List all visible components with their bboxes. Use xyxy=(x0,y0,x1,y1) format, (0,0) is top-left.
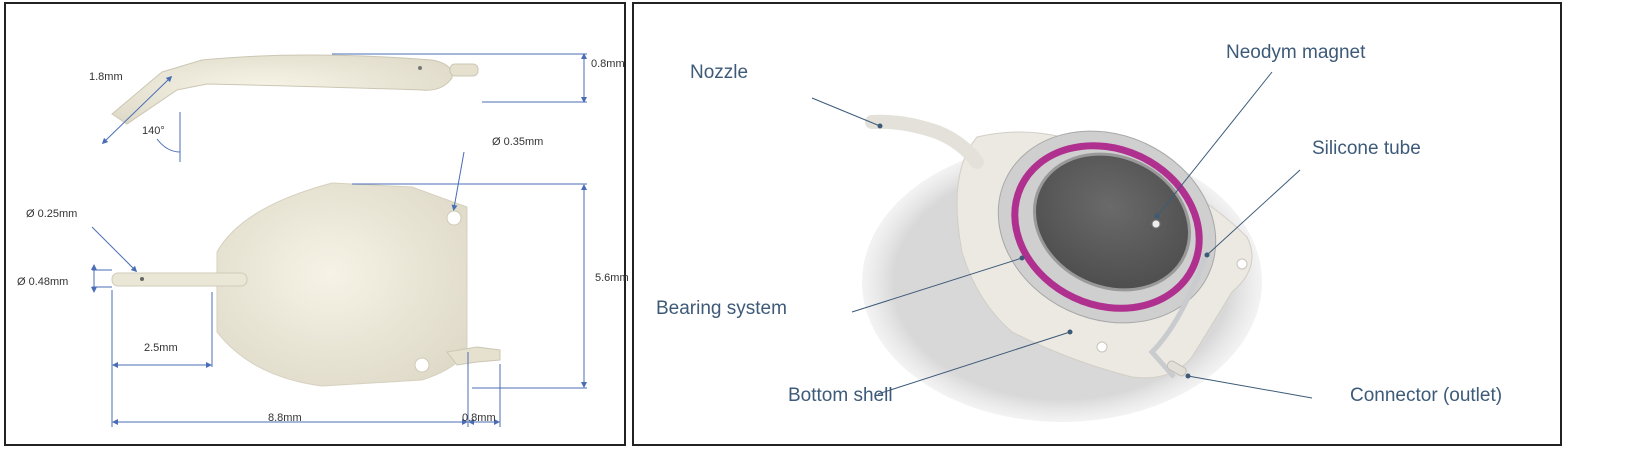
component-view-panel: Nozzle Neodym magnet Silicone tube Beari… xyxy=(632,2,1562,446)
side-view-dimensions xyxy=(101,53,587,162)
magnet xyxy=(1032,152,1192,292)
hole-diameter-label: Ø 0.35mm xyxy=(492,136,544,148)
nozzle-stub-label: 2.5mm xyxy=(144,342,178,354)
dimension-drawing-panel: 1.8mm 140° 0.8mm Ø 0.35mm Ø 0.25mm Ø 0.4… xyxy=(4,2,629,446)
bearing-label: Bearing system xyxy=(656,298,787,319)
width-label: 5.6mm xyxy=(595,272,629,284)
height-label: 0.8mm xyxy=(591,58,625,70)
pump-device xyxy=(865,114,1253,379)
connector-length-label: 0.8mm xyxy=(462,412,496,424)
leader-lines xyxy=(811,71,1313,399)
angle-label: 140° xyxy=(142,125,165,137)
nozzle-diameter-label: Ø 0.48mm xyxy=(17,276,69,288)
top-view-dimensions xyxy=(91,151,587,427)
nozzle-length-label: 1.8mm xyxy=(89,71,123,83)
nozzle-label: Nozzle xyxy=(690,62,749,83)
component-drawing xyxy=(811,71,1313,422)
connector-label: Connector (outlet) xyxy=(1350,385,1503,406)
length-label: 8.8mm xyxy=(268,412,302,424)
shell-label: Bottom shell xyxy=(788,385,893,406)
magnet-label: Neodym magnet xyxy=(1226,42,1366,63)
bearing-ring xyxy=(1011,142,1203,312)
nozzle-outlet-diameter-label: Ø 0.25mm xyxy=(26,208,78,220)
side-view-device xyxy=(111,54,479,125)
dimension-drawing xyxy=(91,53,587,427)
top-view-device xyxy=(111,182,501,387)
tube-label: Silicone tube xyxy=(1312,138,1421,159)
